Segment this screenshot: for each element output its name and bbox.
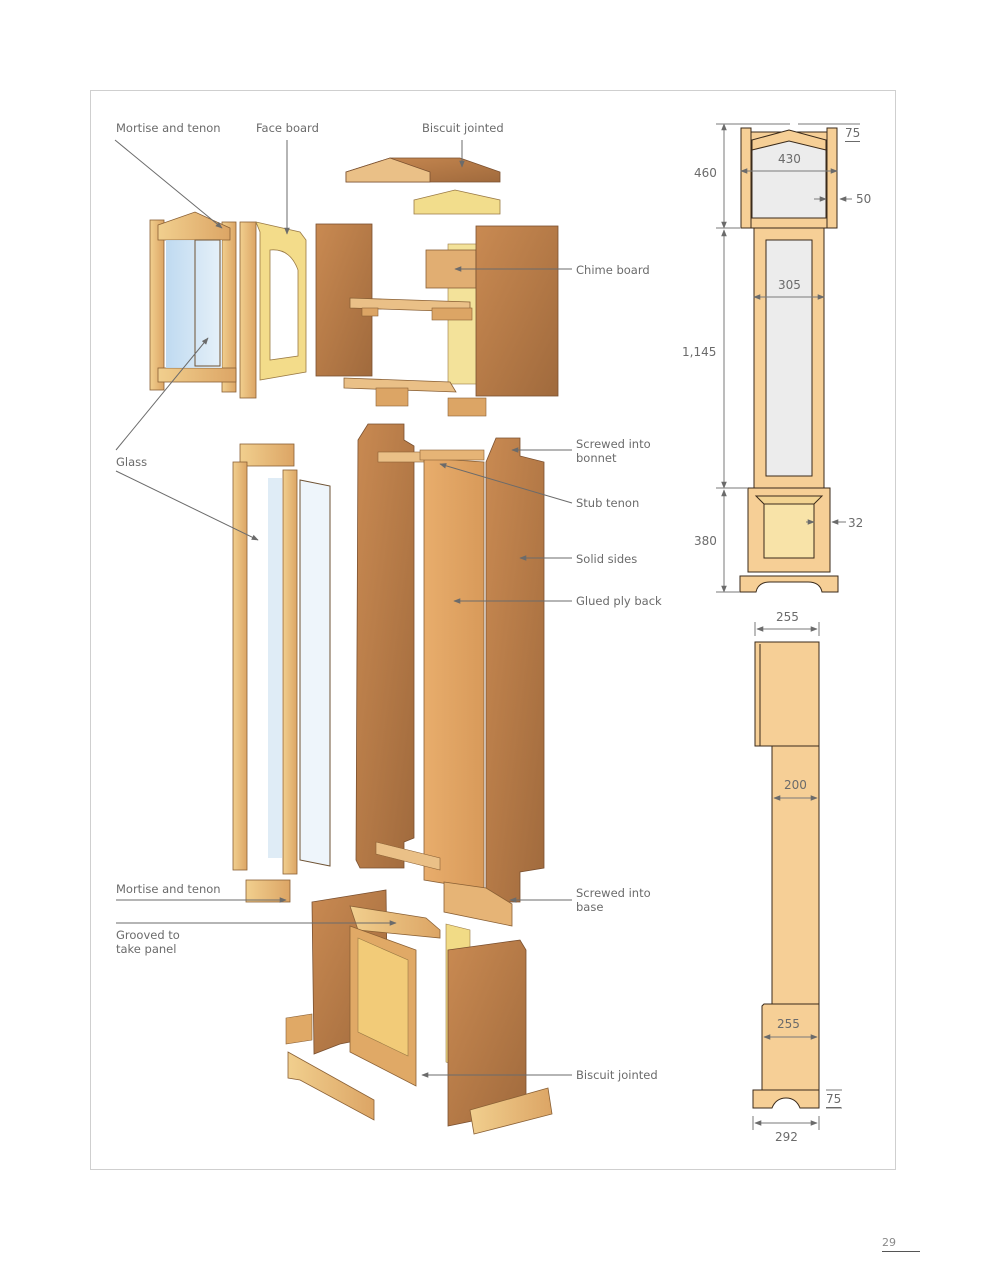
front-dimension-lines [716,123,860,593]
dim-trunk-depth: 200 [784,778,807,792]
base-assembly [245,879,553,1135]
label-grooved-panel: Grooved to take panel [116,928,180,956]
trunk-sides-and-back [355,423,545,903]
label-screwed-into-base: Screwed into base [576,886,651,914]
side-elevation-drawing [752,641,820,1109]
label-glass: Glass [116,455,148,469]
dim-plinth-height: 75 [826,1092,842,1108]
label-stub-tenon: Stub tenon [576,496,640,510]
dim-base-panel-margin: 32 [848,516,864,530]
dim-base-height: 380 [694,534,717,548]
dim-trunk-height: 1,145 [682,345,717,359]
dim-hood-depth: 255 [776,610,799,624]
page-number: 29 [882,1236,920,1252]
dim-trunk-opening: 305 [778,278,801,292]
face-board [239,221,307,399]
label-screwed-into-bonnet: Screwed into bonnet [576,437,651,465]
label-mortise-tenon-bottom: Mortise and tenon [116,882,221,896]
dim-hood-width: 430 [778,152,801,166]
label-glued-ply-back: Glued ply back [576,594,662,608]
dim-plinth-depth: 292 [775,1130,798,1144]
hood-door [149,211,237,393]
dim-hood-side: 50 [856,192,872,206]
dim-base-depth: 255 [777,1017,800,1031]
label-solid-sides: Solid sides [576,552,638,566]
leader-lines [114,139,573,1078]
label-face-board: Face board [256,121,319,135]
label-mortise-tenon-top: Mortise and tenon [116,121,221,135]
figure-frame [90,90,896,1170]
label-chime-board: Chime board [576,263,650,277]
label-biscuit-jointed-bottom: Biscuit jointed [576,1068,658,1082]
hood-side-right [475,225,559,397]
dim-hood-height: 460 [694,166,717,180]
hood-pediment [413,189,501,215]
front-elevation-drawing [739,127,839,593]
hood-roof [345,157,501,183]
side-dimension-lines [752,622,842,1130]
chime-board-assembly [343,243,487,417]
label-biscuit-jointed-top: Biscuit jointed [422,121,504,135]
dim-hood-crest: 75 [845,126,861,142]
trunk-door [232,443,331,875]
